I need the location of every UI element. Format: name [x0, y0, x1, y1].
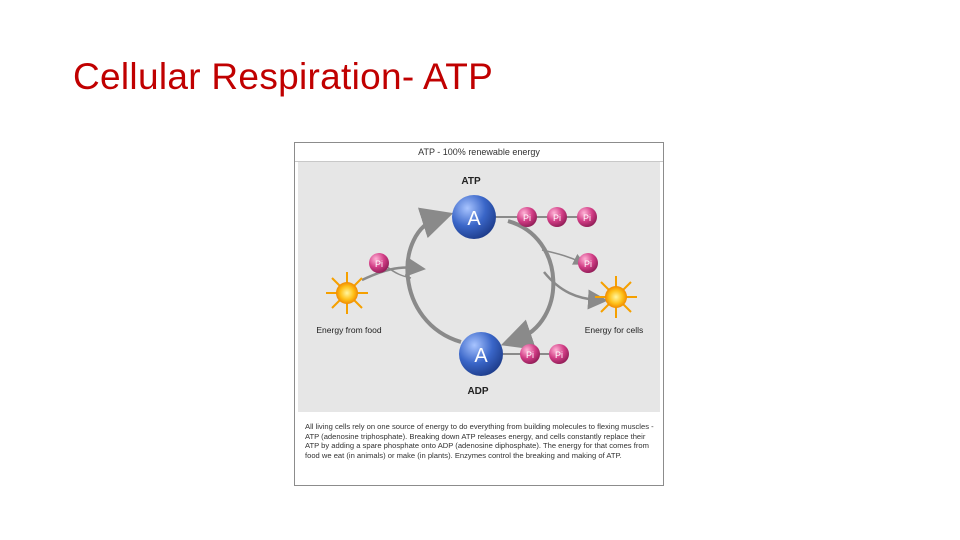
svg-text:Pi: Pi	[523, 213, 531, 223]
energy-input-label: Energy from food	[316, 325, 381, 335]
atp-phosphate-2	[547, 207, 567, 227]
adp-phosphate-2	[549, 344, 569, 364]
synthesis-arrow	[405, 207, 462, 344]
figure-header: ATP - 100% renewable energy	[295, 143, 663, 162]
atp-phosphate-1	[517, 207, 537, 227]
svg-text:Pi: Pi	[584, 259, 592, 269]
atp-label: ATP	[461, 176, 481, 187]
free-phosphate-left	[369, 253, 389, 273]
atp-phosphate-3	[577, 207, 597, 227]
energy-output-sun-icon	[595, 276, 637, 318]
breakdown-arrow	[500, 219, 556, 350]
svg-text:Pi: Pi	[555, 350, 563, 360]
atp-cycle-figure: ATP - 100% renewable energy	[294, 142, 664, 486]
svg-text:Pi: Pi	[526, 350, 534, 360]
adp-adenosine-symbol: A	[474, 345, 488, 367]
svg-text:Pi: Pi	[583, 213, 591, 223]
energy-output-label: Energy for cells	[585, 325, 644, 335]
slide-title: Cellular Respiration- ATP	[73, 56, 494, 97]
free-phosphate-right	[578, 253, 598, 273]
diagram-panel: ATP A Pi Pi Pi Pi Pi	[298, 162, 660, 412]
energy-output-arrow	[543, 271, 608, 310]
energy-input-sun-icon	[326, 272, 368, 314]
atp-adenosine	[452, 195, 496, 239]
svg-text:Pi: Pi	[375, 259, 383, 269]
adp-phosphate-1	[520, 344, 540, 364]
atp-cycle-diagram: ATP A Pi Pi Pi Pi Pi	[316, 176, 644, 397]
svg-text:Pi: Pi	[553, 213, 561, 223]
atp-adenosine-symbol: A	[467, 208, 481, 230]
phosphate-release-arrow	[541, 249, 586, 265]
figure-caption: All living cells rely on one source of e…	[305, 422, 654, 460]
adp-adenosine	[459, 332, 503, 376]
phosphate-input-arrow	[385, 265, 412, 279]
adp-label: ADP	[467, 386, 488, 397]
